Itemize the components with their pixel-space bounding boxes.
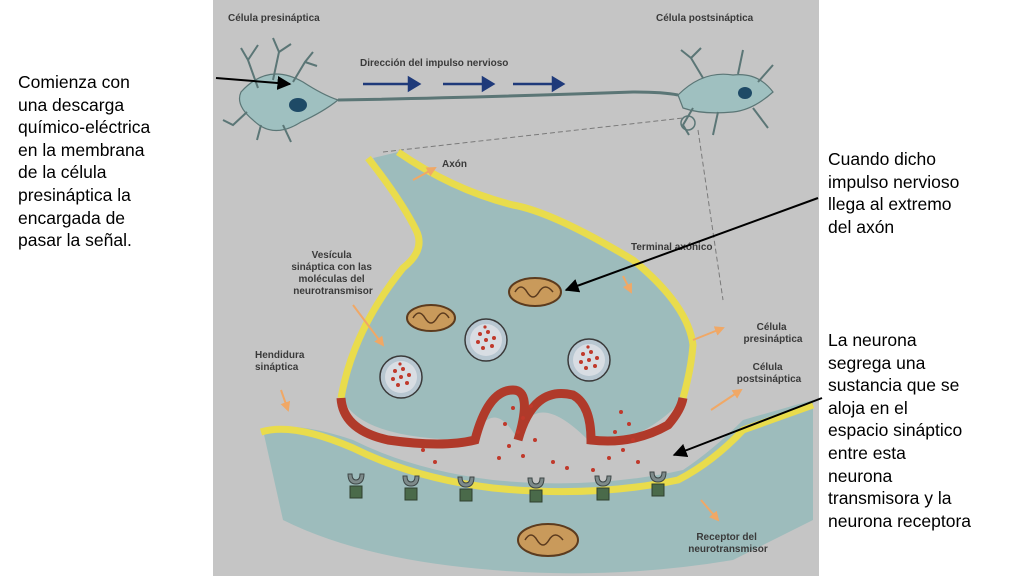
annotation-presynaptic-start: Comienza con una descarga químico-eléctr… — [18, 71, 198, 252]
annotation-line: pasar la señal. — [18, 230, 132, 251]
mitochondrion — [517, 523, 579, 557]
annotation-line: espacio sináptico — [828, 420, 963, 441]
annotation-line: Cuando dicho — [828, 149, 936, 169]
active-zone-membrane — [336, 385, 688, 449]
receptor-label-line: neurotransmisor — [688, 544, 768, 555]
zoom-guide-line — [697, 129, 724, 301]
synapse-illustration: Célula presináptica Célula postsináptica… — [213, 0, 819, 576]
zoom-guide-line — [382, 117, 684, 153]
annotation-line: La neurona — [828, 330, 917, 350]
mitochondrion — [406, 304, 456, 332]
synaptic-vesicle — [464, 318, 508, 362]
annotation-line: presináptica la — [18, 184, 131, 205]
receptor-label-line: Receptor del — [696, 532, 757, 543]
annotation-line: neurona receptora — [828, 510, 972, 531]
cleft-label-line: sináptica — [255, 362, 299, 373]
neurotransmitter-molecules — [421, 404, 640, 472]
annotation-neurotransmitter-release: La neurona segrega una sustancia que se … — [828, 329, 1004, 532]
presynaptic-membrane-label: Célula presináptica — [744, 322, 803, 345]
vesicle-label-line: sináptica con las — [291, 262, 372, 273]
impulse-arrows — [363, 75, 566, 93]
mitochondrion — [508, 277, 562, 307]
axon-label: Axón — [442, 159, 467, 170]
cleft-label-line: Hendidura — [255, 350, 305, 361]
annotation-line: Comienza con — [18, 72, 130, 92]
synaptic-vesicle — [379, 355, 423, 399]
receptor-label: Receptor del neurotransmisor — [688, 532, 768, 555]
annotation-line: del axón — [828, 216, 895, 237]
postsynaptic-cell-title: Célula postsináptica — [656, 13, 754, 24]
annotation-line: aloja en el — [828, 397, 908, 418]
presynaptic-membrane — [337, 155, 423, 399]
annotation-line: transmisora y la — [828, 488, 952, 509]
annotation-line: llega al extremo — [828, 194, 952, 215]
postsynaptic-membrane — [259, 401, 815, 496]
axon-line — [337, 90, 679, 102]
annotation-line: encargada de — [18, 207, 126, 228]
annotation-line: sustancia que se — [828, 375, 960, 396]
annotation-line: neurona — [828, 465, 893, 486]
presynaptic-membrane-label-line: presináptica — [744, 334, 803, 345]
synaptic-vesicle — [567, 338, 611, 382]
terminal-label: Terminal axónico — [631, 242, 713, 253]
postsynaptic-membrane-label-line: postsináptica — [737, 374, 802, 385]
annotation-line: segrega una — [828, 352, 926, 373]
annotation-line: entre esta — [828, 442, 906, 463]
cleft-label: Hendidura sináptica — [255, 350, 307, 373]
vesicle-label: Vesícula sináptica con las moléculas del… — [291, 250, 374, 297]
presynaptic-cell-title: Célula presináptica — [228, 13, 320, 24]
presynaptic-neuron — [222, 37, 340, 143]
terminal-label-text: Terminal axónico — [631, 242, 713, 253]
annotation-axon-end: Cuando dicho impulso nervioso llega al e… — [828, 148, 1004, 238]
postsynaptic-membrane-label-line: Célula — [753, 362, 783, 373]
postsynaptic-neuron — [677, 47, 774, 136]
annotation-line: de la célula — [18, 162, 107, 183]
impulse-direction-label: Dirección del impulso nervioso — [360, 58, 508, 69]
annotation-line: impulso nervioso — [828, 171, 960, 192]
vesicle-label-line: moléculas del — [299, 274, 365, 285]
vesicle-label-line: neurotransmisor — [293, 286, 373, 297]
postsynaptic-membrane-label: Célula postsináptica — [737, 362, 802, 385]
annotation-line: en la membrana — [18, 139, 145, 160]
presynaptic-membrane-label-line: Célula — [757, 322, 787, 333]
annotation-line: químico-eléctrica — [18, 117, 151, 138]
vesicle-label-line: Vesícula — [312, 250, 352, 261]
annotation-line: una descarga — [18, 94, 125, 115]
